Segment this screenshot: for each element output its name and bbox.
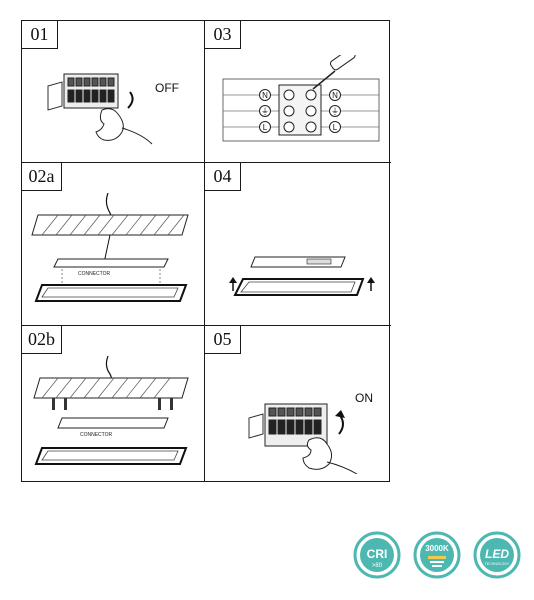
cri-value: >80 (372, 563, 383, 569)
arrow-up-icon (367, 277, 375, 283)
step-05-panel: 05 ON (205, 326, 391, 481)
color-temp-text: 3000K (425, 544, 449, 553)
screw-icon (170, 398, 173, 410)
switch-on-illustration: ON (248, 391, 373, 474)
wiring-diagram-illustration: N N ⏚ ⏚ L L (222, 55, 380, 142)
led-badge: LED TECHNOLOGY (473, 531, 521, 579)
step-label: 01 (22, 21, 58, 49)
step-02a-panel: 02a CONNECTOR (22, 163, 205, 326)
screw-icon (158, 398, 161, 410)
step-04-panel: 04 (205, 163, 391, 326)
connector-annotation: CONNECTOR (80, 432, 113, 438)
screw-icon (64, 398, 67, 410)
cri-text: CRI (367, 547, 388, 561)
surface-mount-illustration: CONNECTOR (31, 193, 189, 302)
cri-badge: CRI >80 (353, 531, 401, 579)
step-02b-panel: 02b CONNECTOR (22, 326, 205, 481)
screwdriver-icon (312, 55, 356, 90)
feature-badges: CRI >80 3000K LED TECHNOLOGY (353, 531, 523, 579)
live-symbol: L (263, 123, 268, 132)
step-label: 02b (22, 326, 62, 354)
color-temp-badge: 3000K (413, 531, 461, 579)
switch-off-illustration: OFF (47, 73, 179, 145)
warm-light-icon (428, 556, 446, 559)
earth-symbol: ⏚ (331, 107, 339, 116)
connector-annotation: CONNECTOR (78, 271, 111, 277)
step-01-panel: 01 OFF (22, 21, 205, 163)
neutral-symbol: N (332, 91, 338, 100)
led-text: LED (485, 547, 509, 561)
screw-icon (52, 398, 55, 410)
live-symbol: L (333, 123, 338, 132)
earth-symbol: ⏚ (261, 107, 269, 116)
on-annotation: ON (355, 391, 373, 405)
step-label: 04 (205, 163, 241, 191)
step-03-panel: 03 N N ⏚ ⏚ L L (205, 21, 391, 163)
step-label: 03 (205, 21, 241, 49)
arrow-up-icon (229, 277, 237, 283)
neutral-symbol: N (262, 91, 268, 100)
screw-mount-illustration: CONNECTOR (33, 356, 189, 465)
installation-steps-grid: 01 OFF 03 (21, 20, 391, 482)
off-annotation: OFF (155, 81, 179, 95)
step-label: 05 (205, 326, 241, 354)
attach-diffuser-illustration (229, 256, 375, 296)
step-label: 02a (22, 163, 62, 191)
led-technology-text: TECHNOLOGY (485, 562, 510, 566)
